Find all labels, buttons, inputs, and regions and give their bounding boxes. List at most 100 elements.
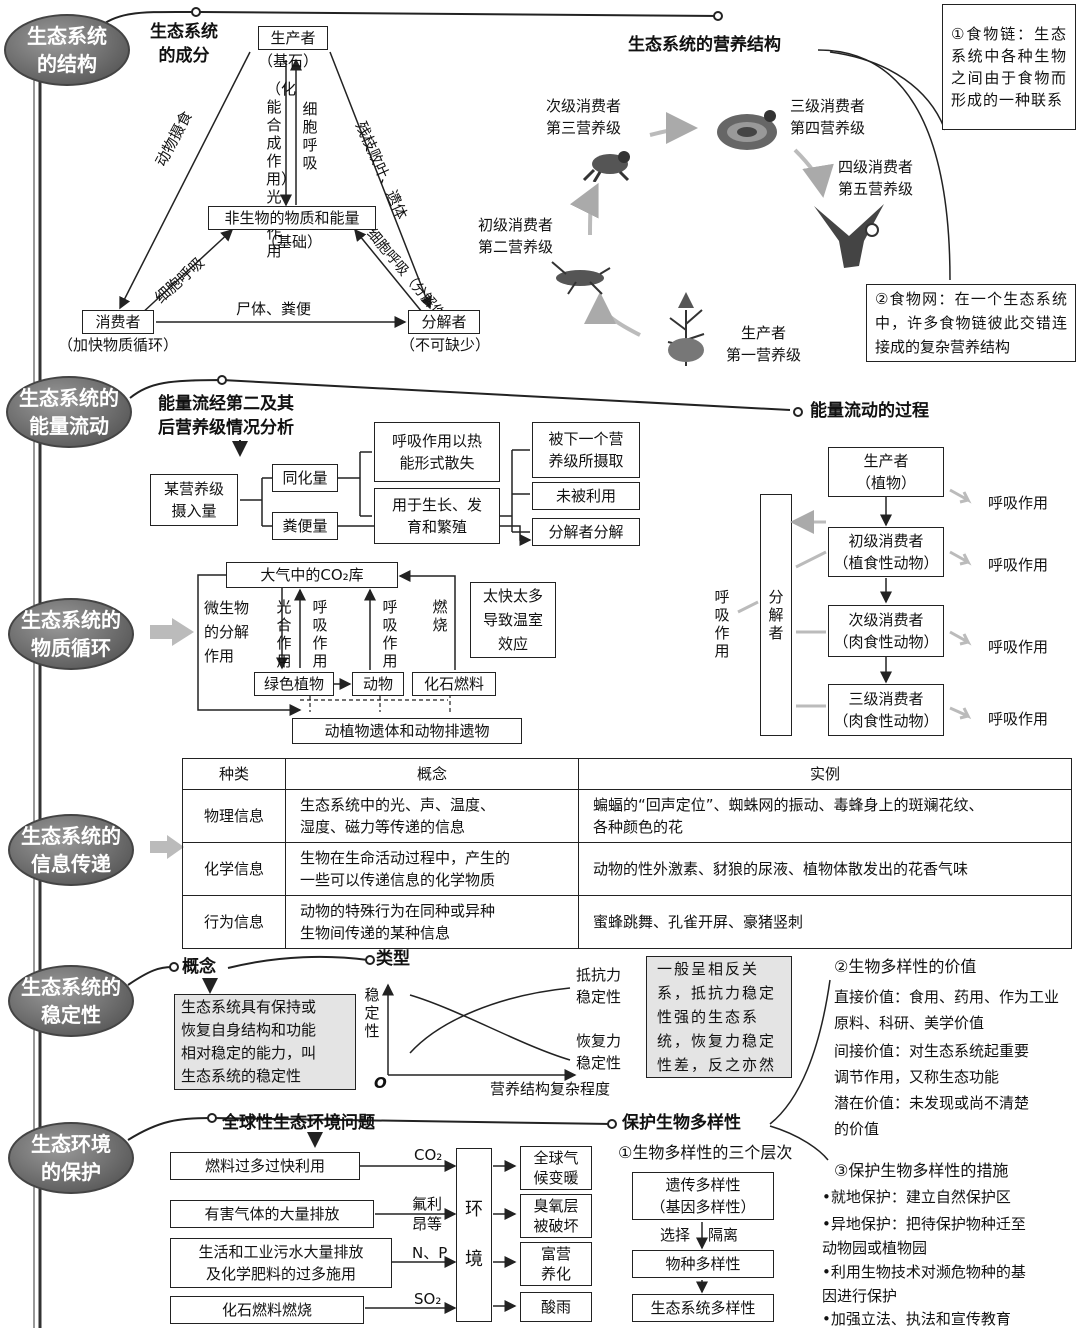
respiration-arrows (949, 488, 972, 720)
table-header: 种类 (182, 758, 286, 790)
oval-stability: 生态系统的 稳定性 (8, 965, 134, 1037)
producer-note: （基石） (258, 52, 319, 70)
feces-box: 粪便量 (272, 512, 338, 540)
measure-3: •利用生物技术对濒危物种的基 因进行保护 (822, 1263, 1026, 1305)
resistance-label: 抵抗力 稳定性 (576, 966, 622, 1006)
abiotic-note: （基础） (262, 233, 323, 251)
result-box-1: 全球气 候变暖 (520, 1146, 592, 1190)
unused-box: 未被利用 (532, 482, 640, 510)
components-title: 生态系统 的成分 (150, 22, 218, 66)
ecosystem-diversity-box: 生态系统多样性 (632, 1294, 774, 1322)
concept-title: 概念 (182, 957, 216, 977)
agent-co2: CO₂ (414, 1146, 443, 1164)
cause-box-4: 化石燃料燃烧 (170, 1296, 364, 1324)
intake-box: 某营养级 摄入量 (150, 474, 238, 526)
cell-respiration-label: 细胞呼吸 (302, 100, 318, 172)
measure-2: •异地保护：把待保护物种迁至 动物园或植物园 (822, 1215, 1026, 1257)
snake-icon (717, 110, 777, 150)
burning-label: 燃烧 (432, 598, 448, 634)
food-web-box: ②食物网：在一个生态系统中，许多食物链彼此交错连接成的复杂营养结构 (866, 284, 1076, 362)
grasshopper-icon (551, 261, 611, 295)
abiotic-box: 非生物的物质和能量 (208, 206, 376, 230)
table-cell: 行为信息 (182, 895, 286, 949)
species-diversity-box: 物种多样性 (632, 1250, 774, 1278)
block-arrow (150, 618, 194, 646)
isolation-label: 隔离 (708, 1226, 739, 1244)
greenhouse-box: 太快太多 导致温室 效应 (470, 582, 556, 658)
block-arrow (150, 835, 184, 859)
chain-decomposer-box: 分解者 (760, 494, 792, 736)
decomposer-respiration: 呼吸作用 (714, 588, 730, 660)
table-header: 概念 (285, 758, 579, 790)
result-box-2: 臭氧层 被破坏 (520, 1194, 592, 1238)
consumer-box: 消费者 (82, 310, 154, 334)
co2-pool-box: 大气中的CO₂库 (226, 562, 398, 588)
respiration-cycle-label-2: 呼吸作用 (382, 598, 398, 670)
table-header: 实例 (578, 758, 1072, 790)
information-table: 种类 概念 实例 物理信息 生态系统中的光、声、温度、 湿度、磁力等传递的信息 … (182, 758, 1072, 949)
measures-title: ③保护生物多样性的措施 (834, 1161, 1009, 1180)
complexity-axis-label: 营养结构复杂程度 (490, 1080, 611, 1098)
oval-energy-flow: 生态系统的 能量流动 (6, 376, 132, 448)
energy-analysis-title: 能量流经第二及其 后营养级情况分析 (158, 394, 294, 438)
fossil-fuel-box: 化石燃料 (412, 672, 496, 696)
environment-box: 环 境 (456, 1148, 492, 1322)
protect-diversity-title: 保护生物多样性 (622, 1113, 741, 1133)
quaternary-level-label: 四级消费者 第五营养级 (838, 158, 914, 198)
photosynthesis-cycle-label: 光合作用 (276, 598, 292, 670)
table-cell: 蜜蜂跳舞、孔雀开屏、豪猪竖刺 (578, 895, 1072, 949)
table-cell: 蝙蝠的“回声定位”、蜘蛛网的振动、毒蜂身上的斑斓花纹、 各种颜色的花 (578, 789, 1072, 843)
growth-box: 用于生长、发 育和繁殖 (374, 488, 500, 544)
food-chain-box: ①食物链：生态系统中各种生物之间由于食物而形成的一种联系 (942, 4, 1076, 130)
value-title: ②生物多样性的价值 (834, 957, 977, 976)
levels-title: ①生物多样性的三个层次 (618, 1143, 793, 1162)
corpse-label: 尸体、粪便 (236, 300, 312, 318)
heat-box: 呼吸作用以热 能形式散失 (374, 422, 500, 482)
table-cell: 物理信息 (182, 789, 286, 843)
type-title: 类型 (376, 949, 410, 969)
microbe-decomposition-label: 微生物 的分解 作用 (204, 599, 250, 665)
table-cell: 生态系统中的光、声、温度、 湿度、磁力等传递的信息 (285, 789, 579, 843)
cause-box-2: 有害气体的大量排放 (170, 1200, 374, 1228)
producer-box: 生产者 (258, 26, 328, 50)
assimilation-box: 同化量 (272, 464, 338, 492)
producer-level-label: 生产者 第一营养级 (726, 324, 802, 364)
stability-concept-box: 生态系统具有保持或 恢复自身结构和功能 相对稳定的能力，叫 生态系统的稳定性 (174, 994, 356, 1090)
next-level-box: 被下一个营 养级所摄取 (532, 422, 640, 478)
potential-value: 潜在价值：未发现或尚不清楚 的价值 (834, 1094, 1030, 1138)
stability-axis-label: 稳定性 (364, 986, 380, 1040)
oval-structure: 生态系统 的结构 (4, 14, 130, 86)
oval-protection: 生态环境 的保护 (8, 1122, 134, 1194)
chain-secondary-box: 次级消费者 （肉食性动物） (828, 605, 944, 657)
indirect-value: 间接价值：对生态系统起重要 调节作用，又称生态功能 (834, 1042, 1030, 1086)
result-box-3: 富营 养化 (520, 1242, 592, 1286)
oval-material-cycle: 生态系统的 物质循环 (8, 598, 134, 670)
decomposer-decompose-box: 分解者分解 (532, 518, 640, 546)
chain-producer-box: 生产者 （植物） (828, 447, 944, 497)
table-cell: 动物的性外激素、豺狼的尿液、植物体散发出的花香气味 (578, 842, 1072, 896)
stability-note-box: 一般呈相反关 系，抵抗力稳定 性强的生态系 统，恢复力稳定 性差，反之亦然 (646, 956, 792, 1078)
trophic-title: 生态系统的营养结构 (628, 35, 781, 55)
tertiary-level-label: 三级消费者 第四营养级 (790, 97, 866, 137)
plant-icon (667, 292, 705, 366)
energy-process-title: 能量流动的过程 (810, 401, 929, 421)
eagle-icon (814, 204, 884, 268)
decomposer-note: （不可缺少） (400, 336, 491, 354)
measure-1: •就地保护：建立自然保护区 (822, 1188, 1011, 1206)
resilience-label: 恢复力 稳定性 (576, 1032, 622, 1072)
respiration-cycle-label-1: 呼吸作用 (312, 598, 328, 670)
frog-icon (582, 151, 630, 182)
agent-freon: 氟利 昂等 (412, 1195, 443, 1233)
table-cell: 生物在生命活动过程中，产生的 一些可以传递信息的化学物质 (285, 842, 579, 896)
cause-box-1: 燃料过多过快利用 (170, 1152, 360, 1180)
respiration-3: 呼吸作用 (988, 638, 1049, 656)
green-plant-box: 绿色植物 (254, 672, 334, 696)
measure-4: •加强立法、执法和宣传教育 (822, 1310, 1011, 1328)
selection-label: 选择 (660, 1226, 691, 1244)
oval-information: 生态系统的 信息传递 (8, 814, 134, 886)
respiration-4: 呼吸作用 (988, 710, 1049, 728)
decomposer-box: 分解者 (408, 310, 480, 334)
chain-tertiary-box: 三级消费者 （肉食性动物） (828, 684, 944, 736)
secondary-level-label: 次级消费者 第三营养级 (546, 97, 622, 137)
respiration-2: 呼吸作用 (988, 556, 1049, 574)
